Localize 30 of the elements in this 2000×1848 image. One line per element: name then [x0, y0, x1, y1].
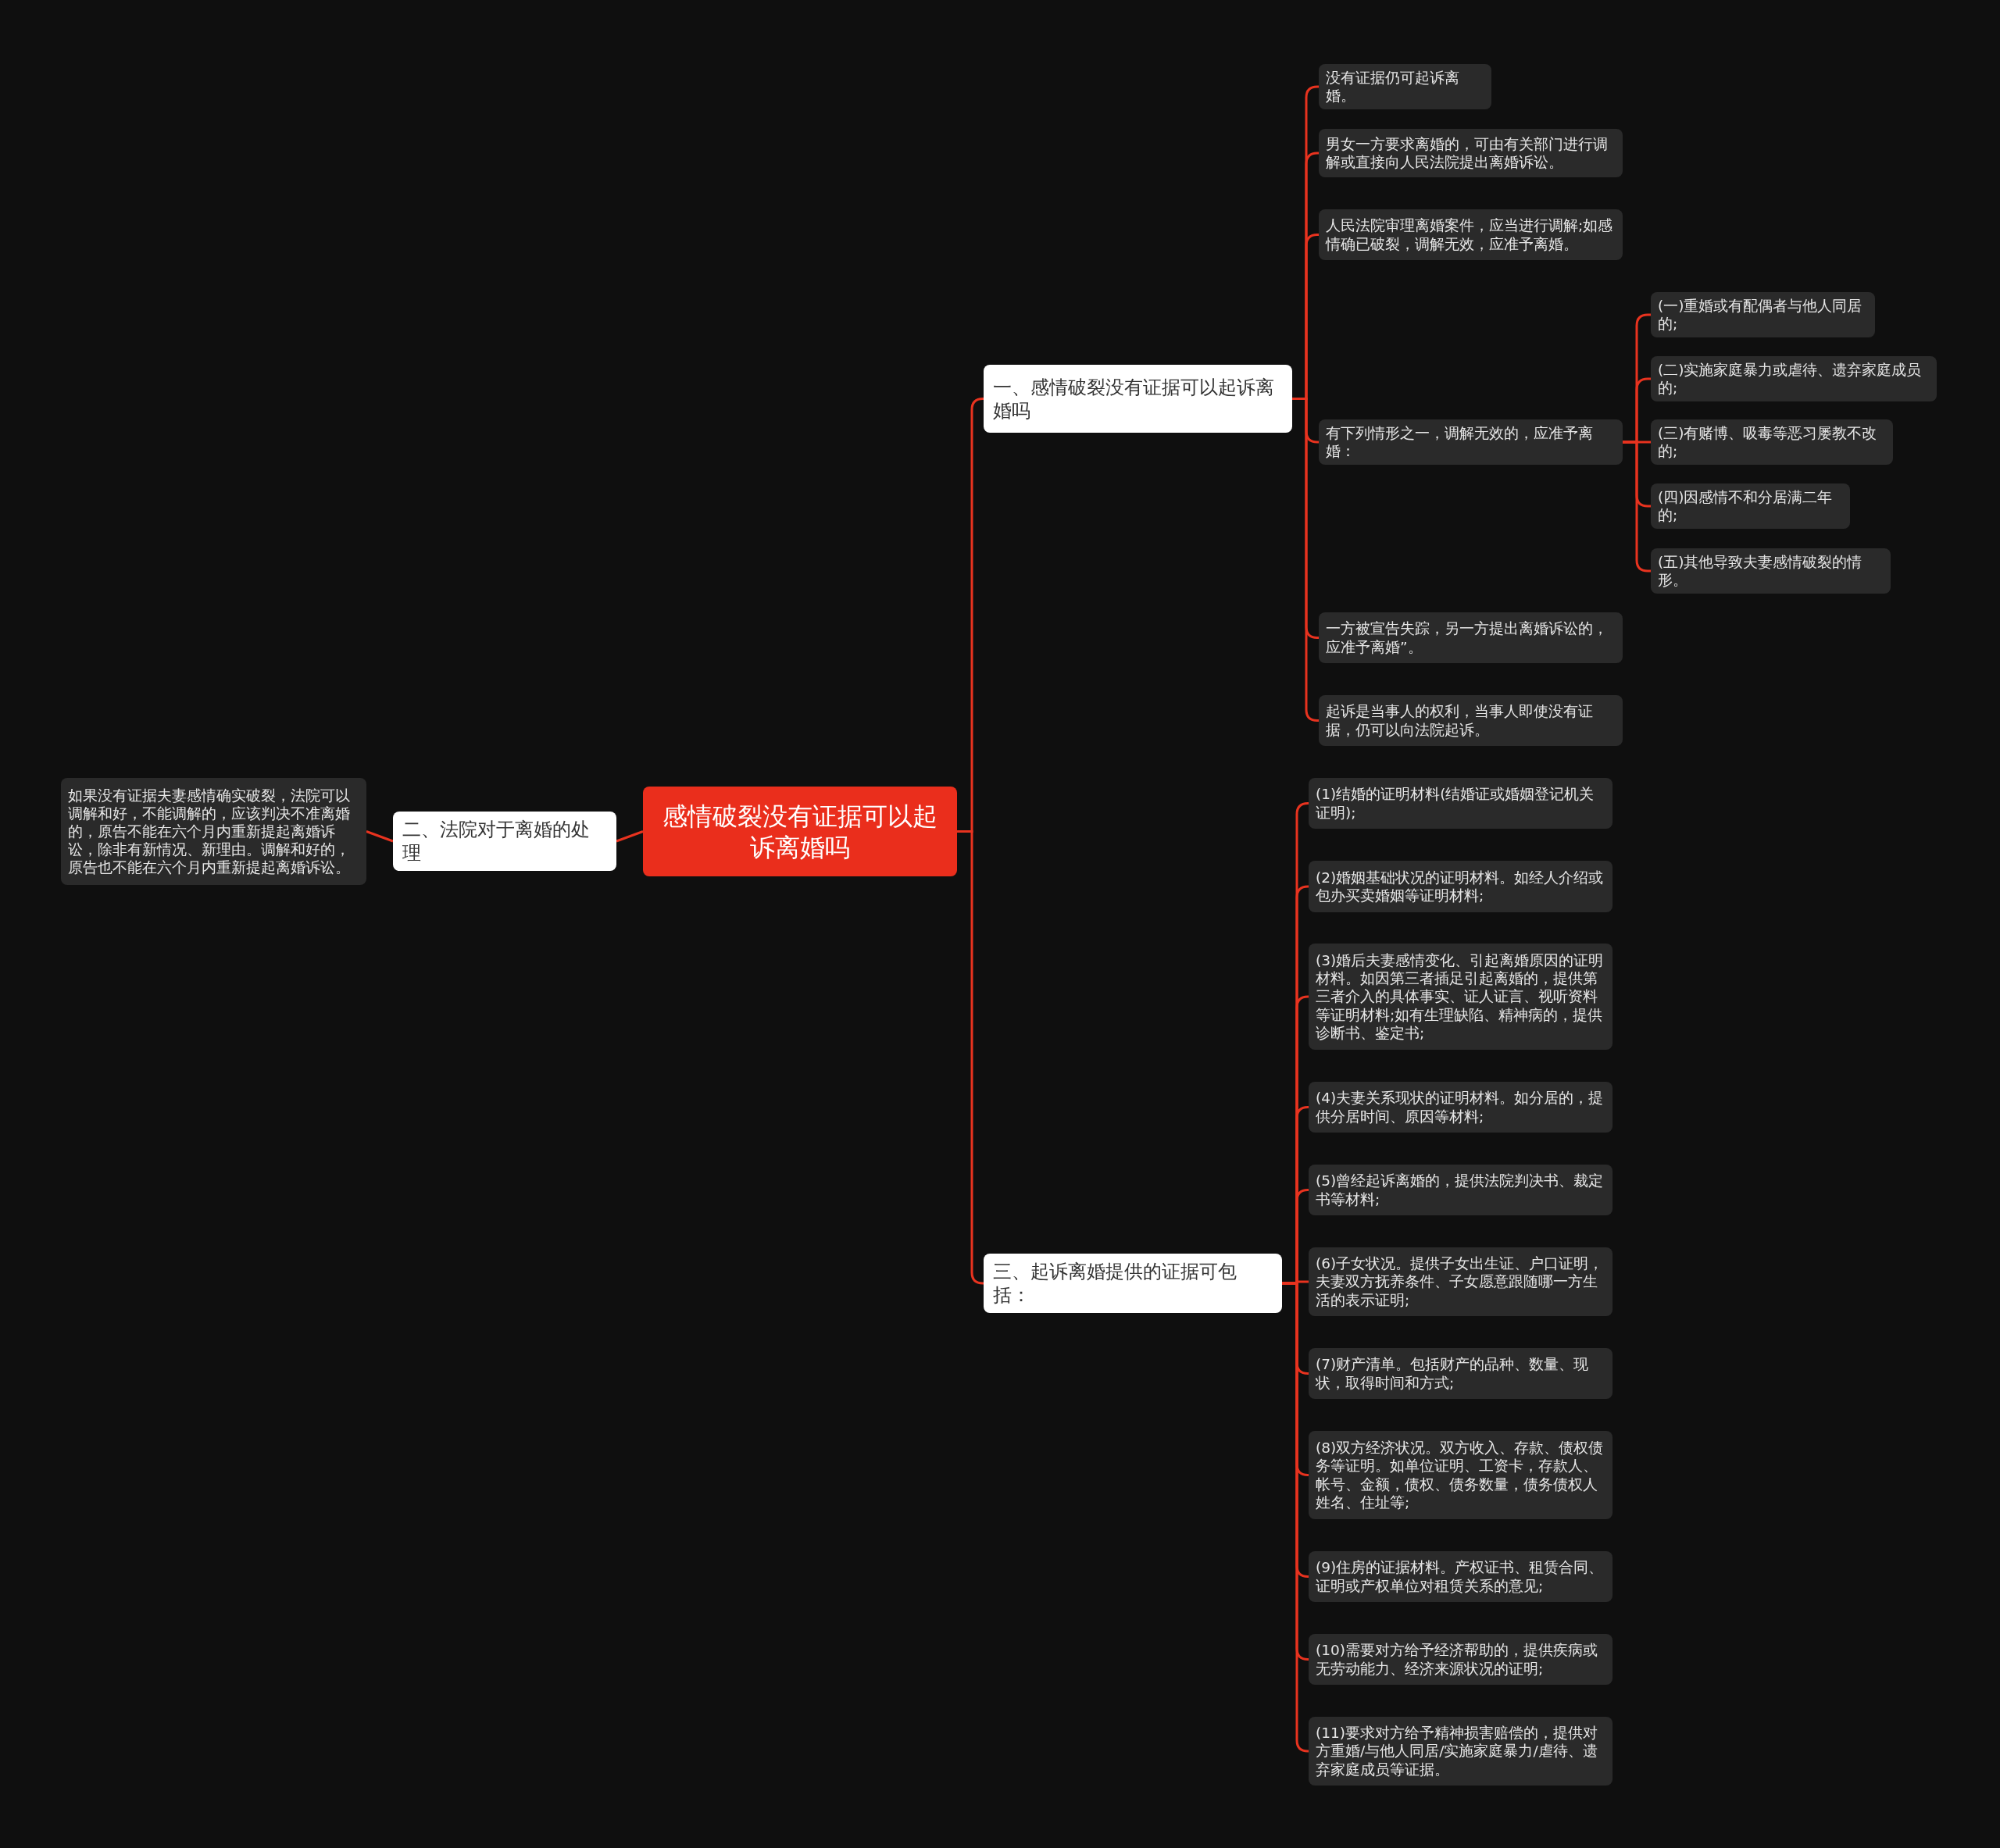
text-box: (2)婚姻基础状况的证明材料。如经人介绍或包办买卖婚姻等证明材料;: [1309, 861, 1612, 912]
text-box: (四)因感情不和分居满二年的;: [1651, 483, 1850, 530]
central-topic: 感情破裂没有证据可以起诉离婚吗: [643, 787, 957, 876]
text-box: 人民法院审理离婚案件，应当进行调解;如感情确已破裂，调解无效，应准予离婚。: [1319, 209, 1623, 260]
connector-line: [616, 830, 644, 843]
connector-line: [1292, 398, 1320, 722]
topic-box: 三、起诉离婚提供的证据可包括：: [984, 1254, 1282, 1313]
text-box: 没有证据仍可起诉离婚。: [1319, 64, 1491, 110]
text-box: 如果没有证据夫妻感情确实破裂，法院可以调解和好，不能调解的，应该判决不准离婚的，原告不能在六个月内重新提起离婚诉讼，除非有新情况、新理由。调解和好的，原告也不能在六个月内重新提起离婚诉讼。: [61, 778, 366, 885]
text-box: (11)要求对方给予精神损害赔偿的，提供对方重婚/与他人同居/实施家庭暴力/虐待、遗弃家庭成员等证据。: [1309, 1717, 1612, 1786]
text-box: (4)夫妻关系现状的证明材料。如分居的，提供分居时间、原因等材料;: [1309, 1082, 1612, 1133]
text-box: (6)子女状况。提供子女出生证、户口证明，夫妻双方抚养条件、子女愿意跟随哪一方生活的表示证明;: [1309, 1247, 1612, 1316]
text-box: (8)双方经济状况。双方收入、存款、债权债务等证明。如单位证明、工资卡，存款人、帐号、金额，债权、债务数量，债务债权人姓名、住址等;: [1309, 1431, 1612, 1519]
text-box: (三)有赌博、吸毒等恶习屡教不改的;: [1651, 419, 1893, 466]
text-box: (7)财产清单。包括财产的品种、数量、现状，取得时间和方式;: [1309, 1348, 1612, 1399]
text-box: 起诉是当事人的权利，当事人即使没有证据，仍可以向法院起诉。: [1319, 695, 1623, 746]
connector-line: [366, 830, 394, 843]
text-box: (9)住房的证据材料。产权证书、租赁合同、证明或产权单位对租赁关系的意见;: [1309, 1551, 1612, 1602]
text-box: (1)结婚的证明材料(结婚证或婚姻登记机关证明);: [1309, 778, 1612, 829]
text-box: 男女一方要求离婚的，可由有关部门进行调解或直接向人民法院提出离婚诉讼。: [1319, 129, 1623, 177]
text-box: (一)重婚或有配偶者与他人同居的;: [1651, 292, 1875, 338]
text-box: 有下列情形之一，调解无效的，应准予离婚：: [1319, 419, 1623, 466]
text-box: (10)需要对方给予经济帮助的，提供疾病或无劳动能力、经济来源状况的证明;: [1309, 1634, 1612, 1685]
text-box: (五)其他导致夫妻感情破裂的情形。: [1651, 548, 1891, 594]
text-box: 一方被宣告失踪，另一方提出离婚诉讼的，应准予离婚”。: [1319, 612, 1623, 663]
text-box: (5)曾经起诉离婚的，提供法院判决书、裁定书等材料;: [1309, 1165, 1612, 1215]
topic-box: 二、法院对于离婚的处理: [393, 812, 616, 871]
topic-box: 一、感情破裂没有证据可以起诉离婚吗: [984, 365, 1292, 433]
text-box: (二)实施家庭暴力或虐待、遗弃家庭成员的;: [1651, 356, 1937, 402]
text-box: (3)婚后夫妻感情变化、引起离婚原因的证明材料。如因第三者插足引起离婚的，提供第三者介入的具体事实、证人证言、视听资料等证明材料;如有生理缺陷、精神病的，提供诊断书、鉴定书;: [1309, 944, 1612, 1050]
